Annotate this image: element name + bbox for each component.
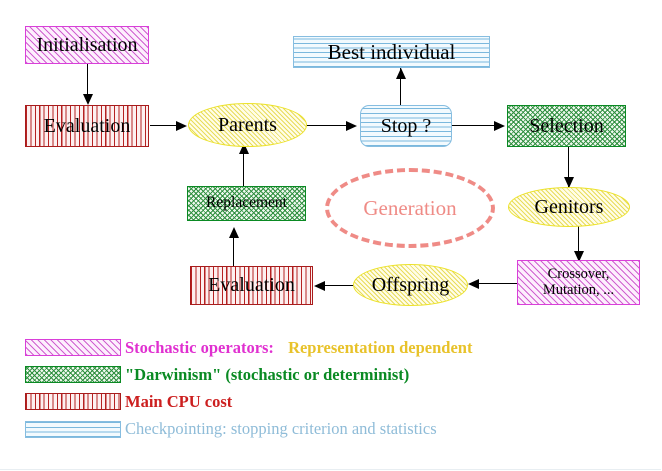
connector-parents-to-stop bbox=[307, 125, 349, 127]
connector-init-to-eval bbox=[87, 64, 89, 98]
node-selection-label: Selection bbox=[529, 114, 604, 137]
legend-swatch-blue-horizontal bbox=[25, 421, 121, 438]
arrowhead-genitors-to-crossover bbox=[573, 251, 584, 262]
connector-crossover-to-offspring bbox=[479, 283, 519, 285]
legend-label-cpu-cost: Main CPU cost bbox=[125, 392, 233, 411]
node-initialisation[interactable]: Initialisation bbox=[25, 26, 149, 64]
legend-label-stochastic: Stochastic operators: Representation dep… bbox=[125, 338, 472, 358]
legend-label-stochastic-main: Stochastic operators: bbox=[125, 338, 274, 357]
arrowhead-stop-to-selection bbox=[494, 120, 505, 131]
legend-label-stochastic-extra: Representation dependent bbox=[288, 338, 473, 357]
node-evaluation-top[interactable]: Evaluation bbox=[25, 105, 149, 147]
arrowhead-eval-to-replacement bbox=[228, 227, 239, 238]
node-offspring[interactable]: Offspring bbox=[353, 264, 468, 306]
legend-row-cpu-cost: Main CPU cost bbox=[0, 390, 662, 417]
connector-stop-to-selection bbox=[452, 125, 496, 127]
arrowhead-selection-to-genitors bbox=[563, 177, 574, 188]
legend-label-darwinism: "Darwinism" (stochastic or determinist) bbox=[125, 365, 410, 384]
arrowhead-crossover-to-offspring bbox=[468, 278, 479, 289]
arrowhead-replacement-to-parents bbox=[238, 143, 249, 154]
node-best-individual[interactable]: Best individual bbox=[293, 36, 490, 68]
node-genitors[interactable]: Genitors bbox=[508, 187, 630, 227]
node-stop[interactable]: Stop ? bbox=[360, 105, 452, 147]
node-generation-label: Generation bbox=[363, 195, 457, 220]
node-selection[interactable]: Selection bbox=[507, 105, 626, 147]
legend-swatch-magenta-diagonal bbox=[25, 339, 121, 356]
arrowhead-parents-to-stop bbox=[346, 120, 357, 131]
node-best-individual-label: Best individual bbox=[327, 39, 456, 64]
legend-row-checkpointing: Checkpointing: stopping criterion and st… bbox=[0, 417, 662, 444]
node-crossover-mutation[interactable]: Crossover, Mutation, ... bbox=[517, 260, 640, 305]
node-offspring-label: Offspring bbox=[371, 273, 450, 296]
connector-offspring-to-eval bbox=[325, 285, 355, 287]
node-evaluation-top-label: Evaluation bbox=[43, 114, 131, 137]
legend-swatch-green-crosshatch bbox=[25, 366, 121, 383]
legend-row-stochastic: Stochastic operators: Representation dep… bbox=[0, 336, 662, 363]
node-initialisation-label: Initialisation bbox=[36, 33, 138, 56]
node-replacement-label: Replacement bbox=[206, 194, 287, 212]
node-crossover-line2: Mutation, ... bbox=[542, 281, 615, 298]
node-genitors-label: Genitors bbox=[534, 195, 604, 218]
node-evaluation-bottom-label: Evaluation bbox=[208, 274, 295, 296]
arrowhead-eval-to-parents bbox=[176, 120, 187, 131]
node-parents-label: Parents bbox=[218, 113, 277, 136]
node-crossover-line1: Crossover, bbox=[547, 266, 610, 283]
arrowhead-init-to-eval bbox=[82, 94, 93, 105]
node-generation: Generation bbox=[325, 168, 495, 248]
connector-selection-to-genitors bbox=[568, 147, 570, 187]
legend-swatch-red-vertical bbox=[25, 393, 121, 410]
legend-label-checkpointing: Checkpointing: stopping criterion and st… bbox=[125, 419, 437, 438]
arrowhead-stop-to-best bbox=[395, 68, 406, 79]
node-parents[interactable]: Parents bbox=[188, 103, 307, 147]
connector-eval-to-replacement bbox=[233, 232, 235, 268]
connector-eval-to-parents bbox=[150, 125, 180, 127]
bottom-border bbox=[0, 469, 661, 470]
connector-genitors-to-crossover bbox=[578, 225, 580, 261]
connector-replacement-to-parents bbox=[243, 148, 245, 188]
node-evaluation-bottom[interactable]: Evaluation bbox=[190, 266, 313, 305]
arrowhead-offspring-to-eval bbox=[314, 280, 325, 291]
legend: Stochastic operators: Representation dep… bbox=[0, 336, 662, 444]
legend-row-darwinism: "Darwinism" (stochastic or determinist) bbox=[0, 363, 662, 390]
node-replacement[interactable]: Replacement bbox=[187, 186, 306, 221]
connector-stop-to-best bbox=[400, 68, 402, 105]
node-stop-label: Stop ? bbox=[380, 114, 432, 137]
